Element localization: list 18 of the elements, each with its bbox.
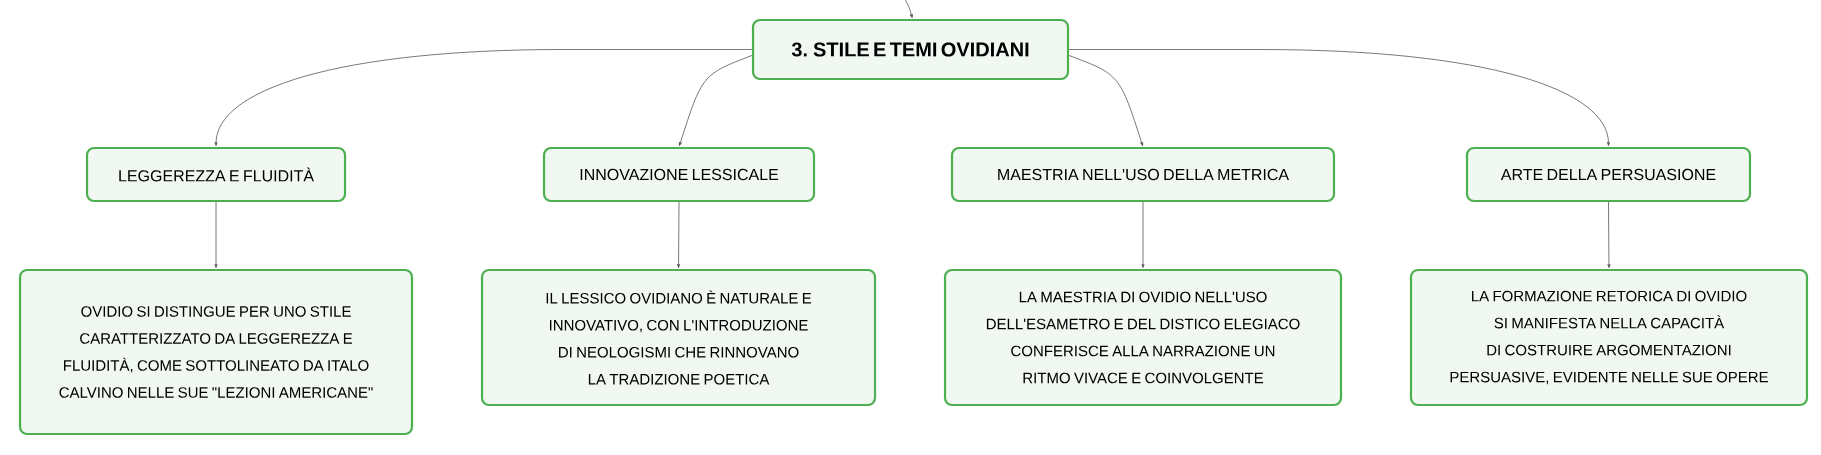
arrow bbox=[1068, 55, 1144, 147]
description-box: LA FORMAZIONE RETORICA DI OVIDIO SI MANIFESTA NELLA CAPACITÀ DI COSTRUIRE ARGOMENTAZIONI PERSUASIVE, EVIDENTE NELLE SUE OPERE bbox=[1409, 268, 1809, 407]
subtopic-box: LEGGEREZZA E FLUIDITÀ bbox=[85, 146, 347, 203]
subtopic-box: INNOVAZIONE LESSICALE bbox=[542, 146, 816, 203]
description-box: LA MAESTRIA DI OVIDIO NELL'USO DELL'ESAMETRO E DEL DISTICO ELEGIACO CONFERISCE ALLA NARRAZIONE UN RITMO VIVACE E COINVOLGENTE bbox=[943, 268, 1343, 407]
arrow bbox=[1068, 49, 1610, 147]
arrow bbox=[904, 0, 913, 19]
topic-box: 3. STILE E TEMI OVIDIANI bbox=[751, 18, 1070, 81]
arrow bbox=[214, 49, 753, 147]
subtopic-box: ARTE DELLA PERSUASIONE bbox=[1465, 146, 1752, 203]
arrow bbox=[1607, 201, 1611, 269]
arrow bbox=[678, 55, 753, 147]
description-box: OVIDIO SI DISTINGUE PER UNO STILE CARATTERIZZATO DA LEGGEREZZA E FLUIDITÀ, COME SOTTOLINEATO DA ITALO CALVINO NELLE SUE "LEZIONI AMERICANE" bbox=[18, 268, 414, 436]
subtopic-box: MAESTRIA NELL'USO DELLA METRICA bbox=[950, 146, 1336, 203]
arrow bbox=[214, 201, 218, 269]
description-box: IL LESSICO OVIDIANO È NATURALE E INNOVATIVO, CON L'INTRODUZIONE DI NEOLOGISMI CHE RINNOVANO LA TRADIZIONE POETICA bbox=[480, 268, 877, 407]
arrow bbox=[677, 201, 681, 269]
arrow bbox=[1141, 201, 1145, 269]
